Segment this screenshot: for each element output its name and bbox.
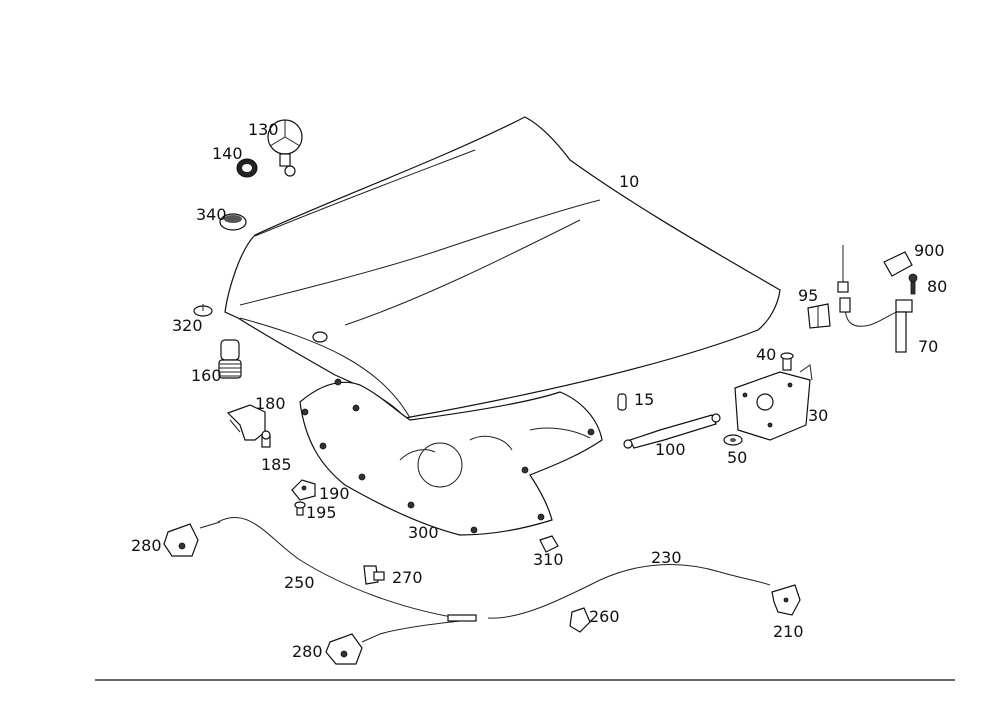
latch-280-lower-icon [325,633,381,665]
stopper-260-icon [569,607,591,633]
hinge-30-icon [734,364,813,441]
callout-210: 210 [773,622,804,641]
callout-130: 130 [248,120,279,139]
callout-10: 10 [619,172,639,191]
screw-80-icon [908,273,918,295]
connector-900-icon [837,245,913,293]
callout-180: 180 [255,394,286,413]
callout-140: 140 [212,144,243,163]
bolt-40-icon [780,352,794,371]
insulation-mat [299,378,603,536]
star-emblem-icon [267,119,303,177]
callout-190: 190 [319,484,350,503]
clip-270-icon [363,565,385,585]
callout-250: 250 [284,573,315,592]
callout-15: 15 [634,390,654,409]
gas-strut-100-icon [623,413,721,449]
fastener-310-icon [539,535,559,553]
callout-80: 80 [927,277,947,296]
callout-30: 30 [808,406,828,425]
callout-900: 900 [914,241,945,260]
callout-310: 310 [533,550,564,569]
callout-260: 260 [589,607,620,626]
screw-195-icon [294,501,306,516]
callout-50: 50 [727,448,747,467]
latch-280-upper-icon [163,521,221,557]
callout-320: 320 [172,316,203,335]
callout-160: 160 [191,366,222,385]
grommet-icon [219,213,247,231]
emblem-seal-icon [236,158,258,178]
bracket-190-icon [291,479,316,501]
callout-280-upper: 280 [131,536,162,555]
callout-100: 100 [655,440,686,459]
washer-50-icon [723,434,743,446]
bolt-185-icon [261,430,271,448]
clip-15-icon [617,393,627,411]
callout-95: 95 [798,286,818,305]
hood-sensor-70-icon [839,297,913,353]
callout-300: 300 [408,523,439,542]
bump-stop-icon [218,339,242,379]
bracket-180-icon [226,404,266,441]
callout-340: 340 [196,205,227,224]
release-cable-230 [487,563,771,619]
release-handle-210-icon [771,584,801,616]
hood-panel [224,116,781,419]
callout-labels: 10 15 30 40 50 70 80 95 100 130 140 160 … [131,120,947,661]
clip-320-icon [193,304,213,317]
callout-195: 195 [306,503,337,522]
callout-230: 230 [651,548,682,567]
callout-185: 185 [261,455,292,474]
callout-270: 270 [392,568,423,587]
bracket-95-icon [807,303,831,329]
callout-40: 40 [756,345,776,364]
callout-70: 70 [918,337,938,356]
release-cable-250 [217,516,477,635]
callout-280-lower: 280 [292,642,323,661]
